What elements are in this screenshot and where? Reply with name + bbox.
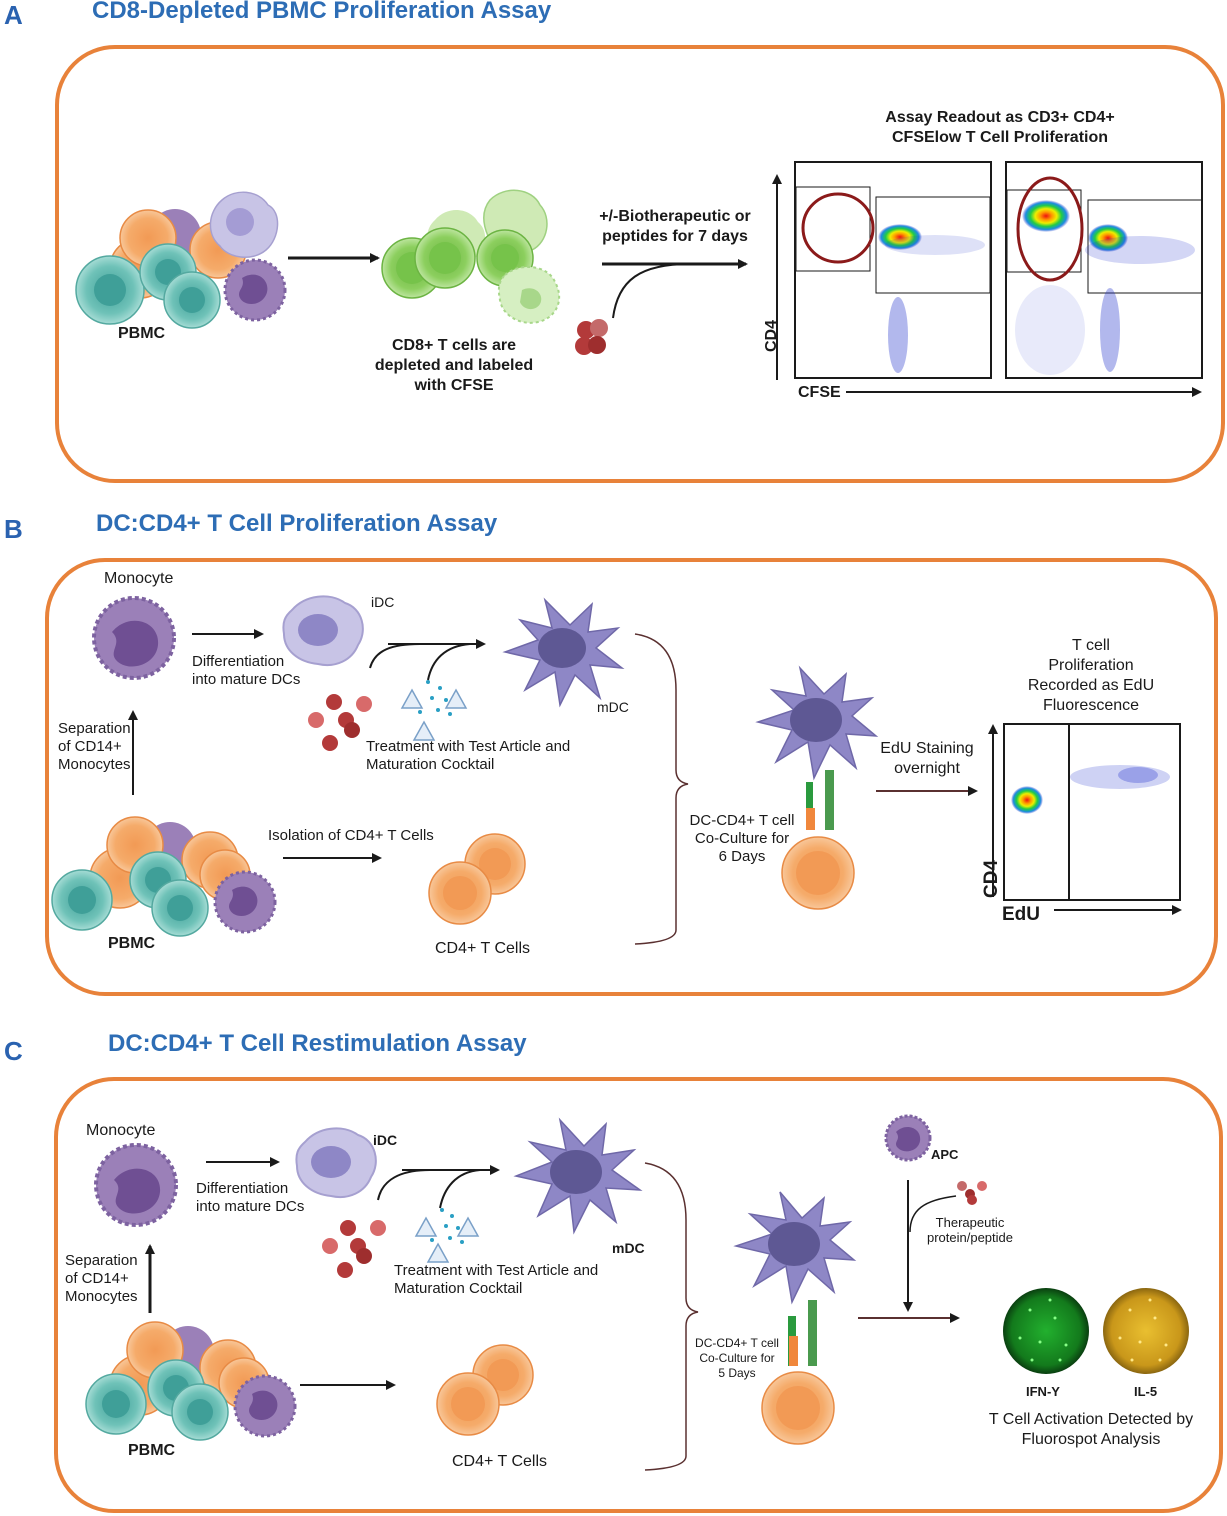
panel-b-x-axis-label: EdU	[1002, 904, 1040, 925]
ifn-fluorospot-well	[1003, 1288, 1089, 1374]
panel-c-title: DC:CD4+ T Cell Restimulation Assay	[108, 1030, 527, 1057]
panel-b-cd4-tcells-label: CD4+ T Cells	[435, 940, 530, 957]
panel-c-il5-label: IL-5	[1134, 1384, 1158, 1399]
panel-c-frame	[54, 1077, 1223, 1513]
cfse-labeled-cells	[381, 189, 561, 324]
panel-a-pbmc-label: PBMC	[118, 325, 166, 342]
coculture-c	[733, 1191, 857, 1445]
pbmc-cluster-a	[75, 191, 287, 329]
panel-c-mdc-label: mDC	[612, 1240, 645, 1256]
panel-b-mdc-label: mDC	[597, 699, 629, 715]
flow-plot-a-left	[794, 161, 992, 379]
idc-b	[282, 595, 364, 666]
panel-b-title: DC:CD4+ T Cell Proliferation Assay	[96, 510, 498, 537]
panel-c-ifn-label: IFN-Y	[1026, 1384, 1060, 1399]
panel-b-frame	[45, 558, 1218, 996]
coculture-b	[755, 665, 879, 910]
peptide-beads-b	[308, 694, 372, 751]
panel-c-pbmc-label: PBMC	[128, 1442, 176, 1459]
panel-a-frame	[55, 45, 1225, 483]
panel-a-letter: A	[4, 0, 23, 30]
peptide-beads-a	[575, 319, 608, 355]
mdc-c	[513, 1117, 643, 1235]
cd4-tcells-b	[428, 833, 526, 925]
panel-b-monocyte-label: Monocyte	[104, 570, 174, 587]
panel-a-title: CD8-Depleted PBMC Proliferation Assay	[92, 0, 552, 24]
therapeutic-beads	[957, 1181, 987, 1205]
panel-a-x-axis-label: CFSE	[798, 384, 841, 401]
pbmc-cluster-c	[85, 1321, 297, 1441]
panel-b-pbmc-label: PBMC	[108, 935, 156, 952]
panel-c-cd4-tcells-label: CD4+ T Cells	[452, 1453, 547, 1470]
pbmc-cluster-b	[51, 816, 277, 937]
panel-c-apc-label: APC	[931, 1147, 959, 1162]
maturation-cocktail-b	[400, 680, 468, 741]
flow-plot-a-right	[1005, 161, 1203, 379]
mdc-b	[502, 597, 625, 708]
maturation-cocktail-c	[414, 1208, 480, 1263]
monocyte-c	[94, 1143, 178, 1227]
panel-a-readout-text: Assay Readout as CD3+ CD4+CFSElow T Cell…	[885, 109, 1115, 146]
monocyte-b	[92, 596, 176, 680]
apc-cell	[884, 1114, 932, 1162]
cd4-tcells-c	[436, 1344, 534, 1436]
panel-c-letter: C	[4, 1036, 23, 1066]
panel-b-letter: B	[4, 514, 23, 544]
panel-b-isolation-text: Isolation of CD4+ T Cells	[268, 827, 434, 844]
panel-b-idc-label: iDC	[371, 594, 395, 610]
idc-c	[295, 1127, 377, 1198]
il5-fluorospot-well	[1103, 1288, 1189, 1374]
edu-flow-plot	[1003, 723, 1181, 901]
panel-c-idc-label: iDC	[373, 1132, 398, 1148]
peptide-beads-c	[322, 1220, 386, 1278]
panel-c-monocyte-label: Monocyte	[86, 1122, 156, 1139]
